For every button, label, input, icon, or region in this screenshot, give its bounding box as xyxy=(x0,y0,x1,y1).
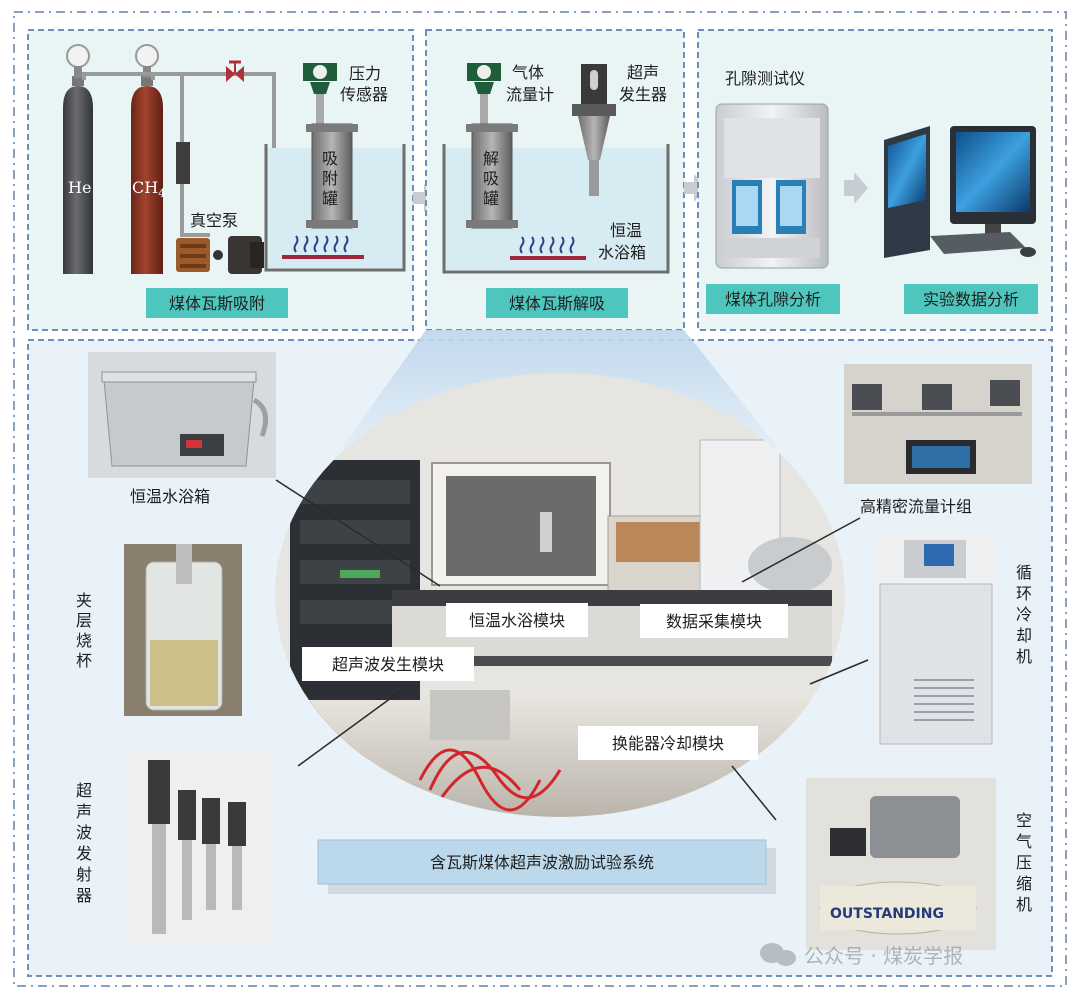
valve-icon xyxy=(226,60,244,82)
air-compressor-photo: OUTSTANDING xyxy=(806,778,996,950)
tee-connector xyxy=(176,142,190,184)
watermark: 公众号 · 煤炭学报 xyxy=(760,943,963,968)
pressure-sensor: 压力 传感器 xyxy=(303,63,388,124)
module-daq-label: 数据采集模块 xyxy=(666,612,762,631)
arrow-right-icon xyxy=(684,174,706,202)
ch4-label: CH4 xyxy=(132,178,165,200)
chiller-label: 循环冷却机 xyxy=(1016,563,1032,666)
module-ultra-box xyxy=(302,647,474,681)
heat-wave-icon xyxy=(519,236,575,254)
flowmeter-group-photo xyxy=(844,364,1032,484)
adsorption-panel: He CH4 xyxy=(27,29,414,331)
pore-tester-label: 孔隙测试仪 xyxy=(725,69,805,88)
flowmeter-group-label: 高精密流量计组 xyxy=(860,497,972,516)
system-title-box xyxy=(317,839,767,885)
ultrasonic-emitter-label: 超声波发射器 xyxy=(76,781,92,905)
svg-text:罐: 罐 xyxy=(322,189,338,208)
vacuum-pump: 真空泵 xyxy=(176,211,264,274)
water-bath-label: 恒温水浴箱 xyxy=(130,487,210,506)
arrow-right-icon xyxy=(844,172,868,204)
compressor-label: 空气压缩机 xyxy=(1016,811,1032,914)
lab-photo-oval: 恒温水浴模块 数据采集模块 超声波发生模块 换能器冷却模块 xyxy=(275,373,845,817)
pore-tester-device xyxy=(715,103,829,269)
arrow-right-icon xyxy=(413,184,436,212)
adsorption-water-tank: 吸 附 罐 xyxy=(264,123,406,272)
ultrasonic-horn: 超声 发生器 xyxy=(572,63,667,196)
svg-text:吸: 吸 xyxy=(322,149,338,168)
svg-text:恒温: 恒温 xyxy=(610,221,642,240)
he-cylinder: He xyxy=(63,44,93,274)
svg-text:流量计: 流量计 xyxy=(506,85,554,104)
computer-icon xyxy=(884,126,1036,258)
svg-text:解: 解 xyxy=(483,149,499,168)
svg-text:水浴箱: 水浴箱 xyxy=(598,243,646,262)
module-cooling-label: 换能器冷却模块 xyxy=(612,734,724,753)
system-title: 含瓦斯煤体超声波激励试验系统 xyxy=(430,853,654,872)
data-analysis-caption: 实验数据分析 xyxy=(923,290,1019,309)
heat-wave-icon xyxy=(293,235,349,253)
data-analysis-caption-box xyxy=(904,284,1038,314)
pore-analysis-caption: 煤体孔隙分析 xyxy=(725,290,821,309)
vacuum-pump-label: 真空泵 xyxy=(190,211,238,230)
svg-text:吸: 吸 xyxy=(483,169,499,188)
adsorption-caption-box xyxy=(146,288,288,318)
svg-text:超声: 超声 xyxy=(627,63,659,82)
module-daq-box xyxy=(640,604,788,638)
svg-text:压力: 压力 xyxy=(349,64,381,83)
chiller-photo xyxy=(876,534,996,748)
desorption-caption-box xyxy=(486,288,628,318)
ultrasonic-emitters-photo xyxy=(126,752,272,944)
svg-text:发生器: 发生器 xyxy=(619,85,667,104)
svg-text:附: 附 xyxy=(322,169,338,188)
outer-frame xyxy=(13,11,1067,987)
desorption-tank: 解 吸 罐 xyxy=(466,123,518,229)
he-label: He xyxy=(68,178,91,197)
module-bath-box xyxy=(446,603,588,637)
svg-text:传感器: 传感器 xyxy=(340,85,388,104)
module-cooling-box xyxy=(578,726,758,760)
desorption-panel: 气体 流量计 解 吸 罐 超声 发生器 恒温 水浴箱 xyxy=(425,29,685,331)
leader-lines xyxy=(275,479,869,821)
gas-flowmeter: 气体 流量计 xyxy=(467,63,554,124)
desorption-caption: 煤体瓦斯解吸 xyxy=(509,294,605,313)
svg-text:气体: 气体 xyxy=(512,63,544,82)
adsorption-caption: 煤体瓦斯吸附 xyxy=(169,294,265,313)
analysis-panel: 孔隙测试仪 煤体孔隙分析 实验数据分析 xyxy=(697,29,1053,331)
compressor-brand: OUTSTANDING xyxy=(830,906,944,922)
water-bath-photo xyxy=(88,352,276,478)
module-bath-label: 恒温水浴模块 xyxy=(469,611,565,630)
watermark-text: 公众号 · 煤炭学报 xyxy=(804,944,963,968)
jacket-beaker-photo xyxy=(124,544,242,716)
module-ultra-label: 超声波发生模块 xyxy=(332,655,444,674)
jacket-beaker-label: 夹层烧杯 xyxy=(76,591,92,670)
pore-analysis-caption-box xyxy=(706,284,840,314)
svg-text:罐: 罐 xyxy=(483,189,499,208)
